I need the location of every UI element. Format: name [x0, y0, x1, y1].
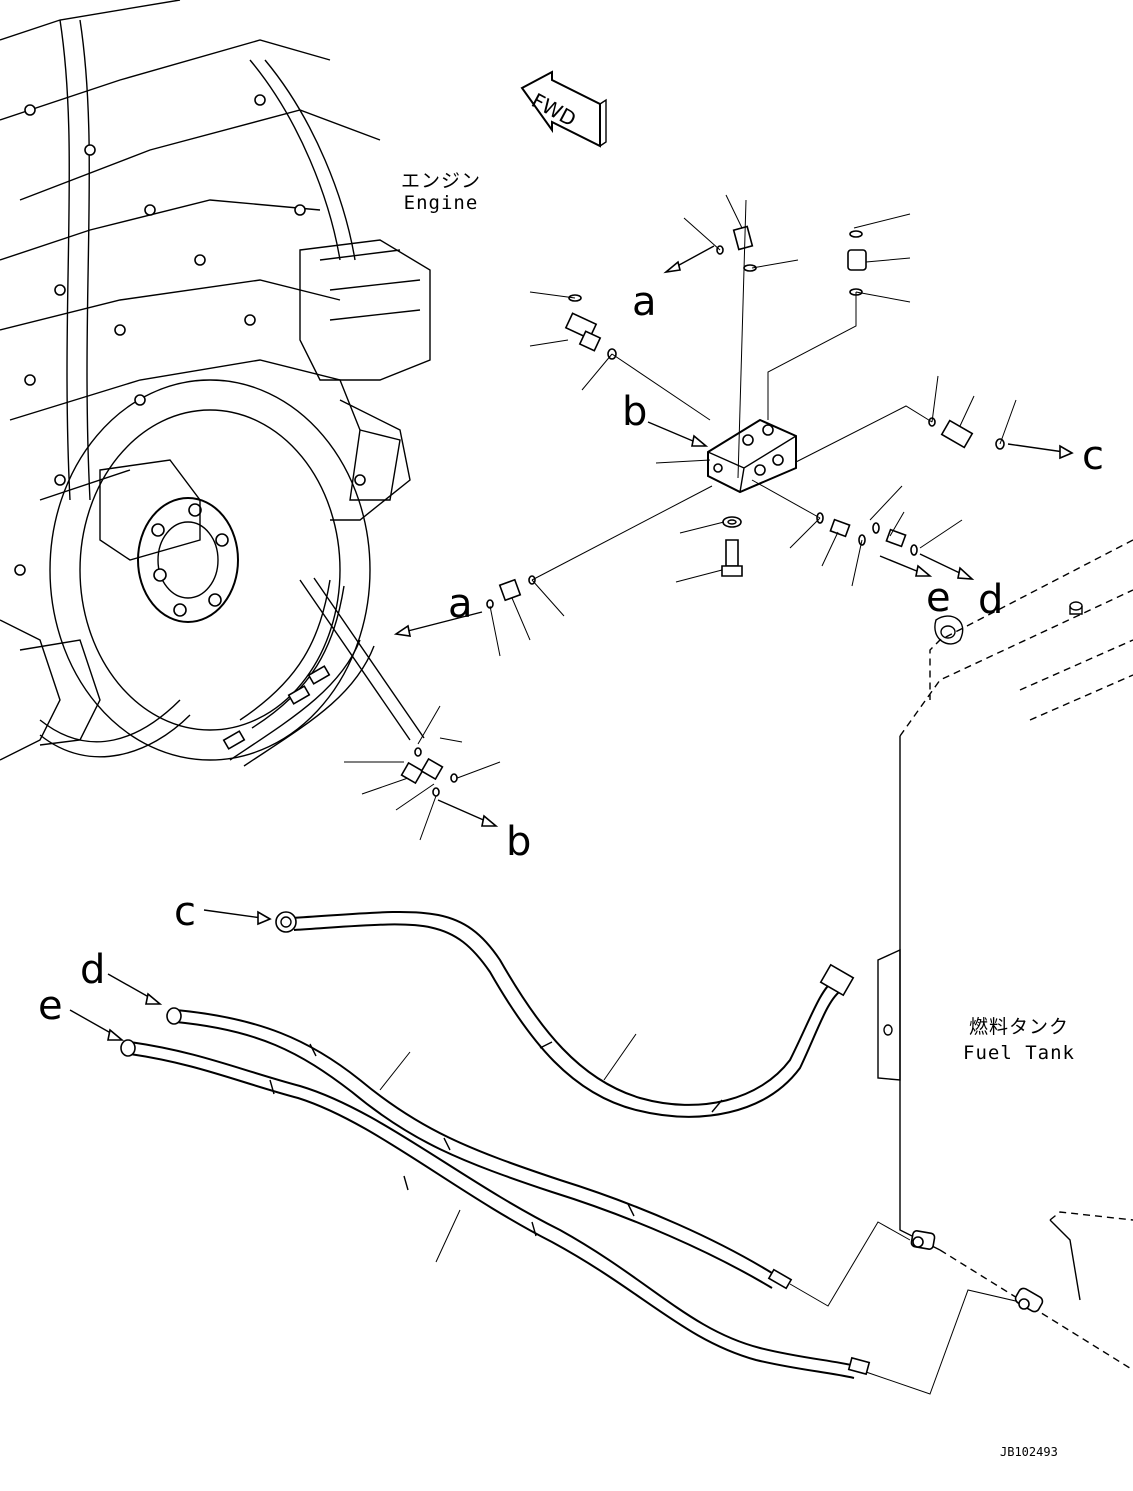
callout-e-right: e — [926, 575, 951, 621]
callout-a-top: a — [632, 279, 657, 325]
block-fittings — [486, 225, 1005, 609]
drawing-code: JB102493 — [1000, 1445, 1058, 1459]
hose-d — [166, 1007, 793, 1290]
flywheel-ring — [79, 409, 341, 731]
hose-e — [120, 1039, 871, 1379]
engine-label-jp: エンジン — [400, 170, 481, 192]
callout-b-low: b — [506, 819, 532, 865]
callout-e-hose: e — [38, 983, 63, 1029]
callout-arrows — [69, 245, 1074, 1041]
alternator — [99, 459, 201, 561]
hose-c — [275, 910, 855, 1118]
fuel-tank-label-jp: 燃料タンク — [968, 1016, 1069, 1038]
engine-label-en: Engine — [403, 192, 479, 214]
tank-connection-lines — [789, 1221, 1021, 1395]
fuel-tank-label-en: Fuel Tank — [963, 1042, 1075, 1064]
fuel-tank — [877, 539, 1133, 1371]
callout-c-hose: c — [174, 889, 196, 935]
callout-d-right: d — [978, 577, 1004, 623]
fwd-arrow — [520, 70, 607, 148]
lower-fittings — [299, 577, 458, 797]
manifold-block — [707, 418, 797, 494]
callout-b-block: b — [622, 389, 648, 435]
engine-illustration — [0, 0, 431, 767]
starter-motor — [299, 239, 431, 381]
flywheel-center — [157, 521, 219, 599]
callout-a-mid: a — [448, 581, 473, 627]
callout-d-hose: d — [80, 947, 106, 993]
flywheel-hub — [137, 497, 239, 623]
leader-lines — [344, 194, 1017, 1263]
flywheel-housing — [49, 379, 371, 761]
callout-c-right: c — [1082, 433, 1104, 479]
tank-sensor-plate — [877, 948, 901, 1081]
